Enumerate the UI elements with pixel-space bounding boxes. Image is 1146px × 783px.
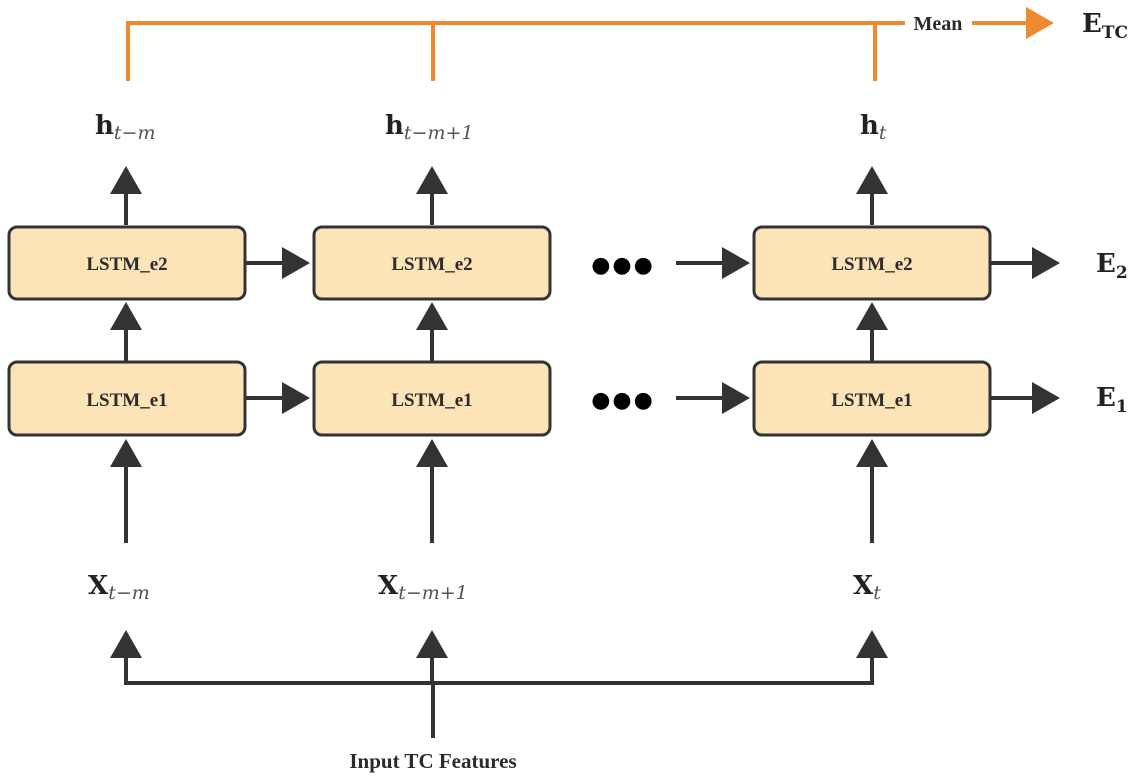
etc-output-label: ETC	[1082, 9, 1128, 43]
e1-output-label: E1	[1096, 383, 1128, 417]
lstm-e1-label-2: LSTM_e1	[391, 390, 472, 411]
ellipsis-e2: ●●●	[591, 253, 655, 278]
input-label-3: Xt	[853, 571, 881, 604]
lstm-e2-label-3: LSTM_e2	[831, 254, 912, 275]
mean-aggregation: Mean ETC	[126, 7, 1128, 81]
input-features-caption: Input TC Features	[349, 749, 516, 773]
hidden-label-3: ht	[860, 111, 887, 144]
mean-bus-line	[126, 21, 905, 81]
input-label-2: Xt−m+1	[378, 571, 468, 604]
lstm-e1-box-3	[752, 360, 992, 437]
input-bus	[110, 630, 888, 738]
hidden-label-2: ht−m+1	[385, 111, 474, 144]
lstm-e2-box-3	[752, 225, 992, 301]
lstm-e1-row: LSTM_e1 LSTM_e1 LSTM_e1 ●●● E1	[7, 360, 1128, 437]
lstm-e1-label-3: LSTM_e1	[831, 390, 912, 411]
lstm-e2-row: LSTM_e2 LSTM_e2 LSTM_e2 ●●● E2	[7, 225, 1128, 301]
mean-label: Mean	[914, 13, 963, 35]
lstm-e1-box-2	[312, 360, 552, 437]
lstm-e1-box-1	[7, 360, 247, 437]
lstm-e2-box-2	[312, 225, 552, 301]
lstm-e1-label-1: LSTM_e1	[86, 390, 167, 411]
hidden-label-1: ht−m	[95, 111, 155, 144]
lstm-e2-label-2: LSTM_e2	[391, 254, 472, 275]
ellipsis-e1: ●●●	[591, 388, 655, 413]
lstm-e2-box-1	[7, 225, 247, 301]
e2-output-label: E2	[1096, 249, 1128, 283]
lstm-e2-label-1: LSTM_e2	[86, 254, 167, 275]
input-label-1: Xt−m	[88, 571, 150, 604]
